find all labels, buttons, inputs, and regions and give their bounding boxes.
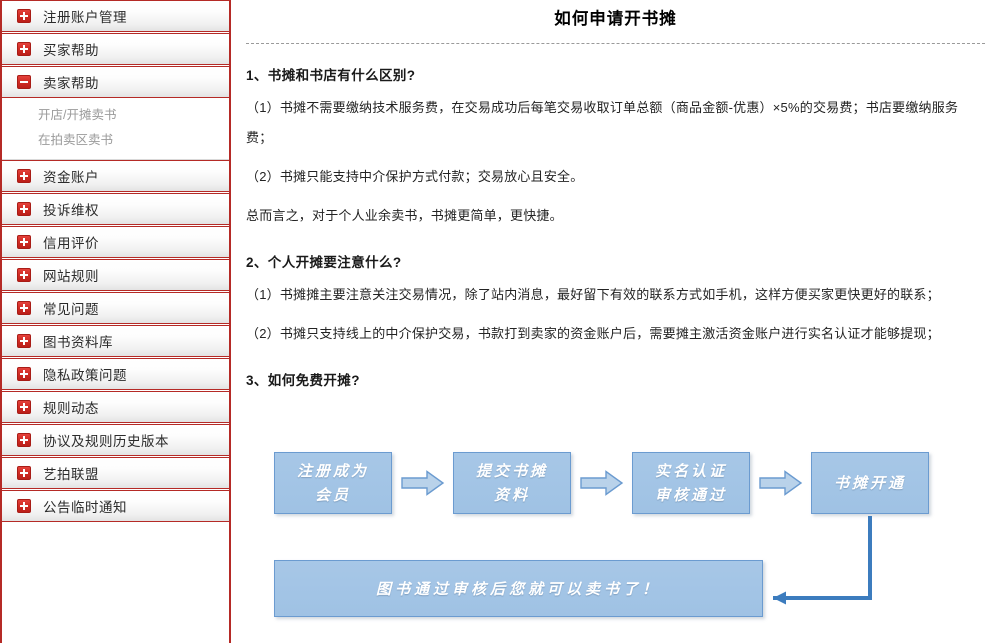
sidebar-item-faq[interactable]: 常见问题 (2, 292, 229, 324)
sidebar-item-art-auction-alliance[interactable]: 艺拍联盟 (2, 457, 229, 489)
sidebar-item-account-management[interactable]: 注册账户管理 (2, 0, 229, 32)
sidebar-subitems-seller-help: 开店/开摊卖书 在拍卖区卖书 (2, 99, 229, 160)
minus-icon[interactable] (17, 75, 31, 89)
flow-step-1-line1: 注册成为 (296, 462, 369, 480)
flow-step-2: 提交书摊 资料 (453, 452, 571, 514)
plus-icon[interactable] (17, 367, 31, 381)
sidebar-item-site-rules[interactable]: 网站规则 (2, 259, 229, 291)
sidebar-item-label: 图书资料库 (43, 335, 113, 350)
article-body: 1、书摊和书店有什么区别? （1）书摊不需要缴纳技术服务费，在交易成功后每笔交易… (240, 64, 991, 389)
plus-icon[interactable] (17, 400, 31, 414)
sidebar-item-label: 资金账户 (43, 170, 99, 185)
sidebar-item-label: 协议及规则历史版本 (43, 434, 169, 449)
title-divider (246, 43, 985, 44)
flow-result-box: 图书通过审核后您就可以卖书了！ (274, 560, 763, 617)
main-content: 如何申请开书摊 1、书摊和书店有什么区别? （1）书摊不需要缴纳技术服务费，在交… (240, 0, 991, 643)
sidebar-item-agreement-history[interactable]: 协议及规则历史版本 (2, 424, 229, 456)
sidebar-item-label: 艺拍联盟 (43, 467, 99, 482)
plus-icon[interactable] (17, 9, 31, 23)
sidebar-item-label: 买家帮助 (43, 43, 99, 58)
sidebar-item-buyer-help[interactable]: 买家帮助 (2, 33, 229, 65)
flow-arrow-2 (580, 470, 624, 496)
plus-icon[interactable] (17, 499, 31, 513)
flow-arrow-3 (759, 470, 803, 496)
flow-step-2-line2: 资料 (493, 486, 530, 504)
sidebar-item-label: 规则动态 (43, 401, 99, 416)
flow-step-3-line1: 实名认证 (654, 462, 727, 480)
flow-step-3-line2: 审核通过 (654, 486, 727, 504)
sidebar-item-label: 投诉维权 (43, 203, 99, 218)
sidebar-item-seller-help[interactable]: 卖家帮助 (2, 66, 229, 98)
sidebar-item-label: 公告临时通知 (43, 500, 127, 515)
flowchart: 注册成为 会员 提交书摊 资料 实名认证 审核通过 (240, 425, 991, 643)
sidebar-item-privacy-policy[interactable]: 隐私政策问题 (2, 358, 229, 390)
plus-icon[interactable] (17, 235, 31, 249)
plus-icon[interactable] (17, 466, 31, 480)
sidebar-item-credit-rating[interactable]: 信用评价 (2, 226, 229, 258)
section-paragraph: （2）书摊只支持线上的中介保护交易，书款打到卖家的资金账户后，需要摊主激活资金账… (246, 326, 940, 341)
section-heading: 3、如何免费开摊? (246, 373, 360, 388)
page-title: 如何申请开书摊 (554, 10, 677, 28)
sidebar-item-rule-updates[interactable]: 规则动态 (2, 391, 229, 423)
plus-icon[interactable] (17, 433, 31, 447)
sidebar-item-label: 隐私政策问题 (43, 368, 127, 383)
sidebar-item-complaints[interactable]: 投诉维权 (2, 193, 229, 225)
section-paragraph: （1）书摊不需要缴纳技术服务费，在交易成功后每笔交易收取订单总额（商品金额-优惠… (246, 100, 959, 145)
sidebar-item-label: 信用评价 (43, 236, 99, 251)
sidebar-item-book-database[interactable]: 图书资料库 (2, 325, 229, 357)
flow-step-1-line2: 会员 (314, 486, 351, 504)
sidebar-item-label: 网站规则 (43, 269, 99, 284)
sidebar-item-label: 注册账户管理 (43, 10, 127, 25)
flow-step-1: 注册成为 会员 (274, 452, 392, 514)
section-heading: 2、个人开摊要注意什么? (246, 255, 402, 270)
plus-icon[interactable] (17, 42, 31, 56)
section-paragraph: 总而言之，对于个人业余卖书，书摊更简单，更快捷。 (246, 208, 563, 223)
flow-step-3: 实名认证 审核通过 (632, 452, 750, 514)
section-paragraph: （2）书摊只能支持中介保护方式付款；交易放心且安全。 (246, 169, 584, 184)
section-paragraph: （1）书摊摊主要注意关注交易情况，除了站内消息，最好留下有效的联系方式如手机，这… (246, 287, 940, 302)
sidebar-item-label: 卖家帮助 (43, 76, 99, 91)
sidebar-item-announcements[interactable]: 公告临时通知 (2, 490, 229, 522)
plus-icon[interactable] (17, 334, 31, 348)
flow-elbow-connector (745, 510, 905, 620)
sidebar-item-label: 常见问题 (43, 302, 99, 317)
section-heading: 1、书摊和书店有什么区别? (246, 68, 416, 83)
sidebar-nav: 注册账户管理 买家帮助 卖家帮助 开店/开摊卖书 在拍卖区卖书 资金账户 投诉维… (0, 0, 231, 643)
sidebar-item-fund-account[interactable]: 资金账户 (2, 160, 229, 192)
plus-icon[interactable] (17, 268, 31, 282)
plus-icon[interactable] (17, 301, 31, 315)
flow-arrow-1 (401, 470, 445, 496)
plus-icon[interactable] (17, 169, 31, 183)
flow-step-4: 书摊开通 (811, 452, 929, 514)
sidebar-subitem-open-shop[interactable]: 开店/开摊卖书 (38, 108, 117, 122)
flow-result-text: 图书通过审核后您就可以卖书了！ (375, 579, 661, 598)
flow-step-2-line1: 提交书摊 (475, 462, 548, 480)
plus-icon[interactable] (17, 202, 31, 216)
sidebar-subitem-auction-sell[interactable]: 在拍卖区卖书 (38, 133, 114, 147)
flow-step-4-line1: 书摊开通 (833, 474, 906, 492)
